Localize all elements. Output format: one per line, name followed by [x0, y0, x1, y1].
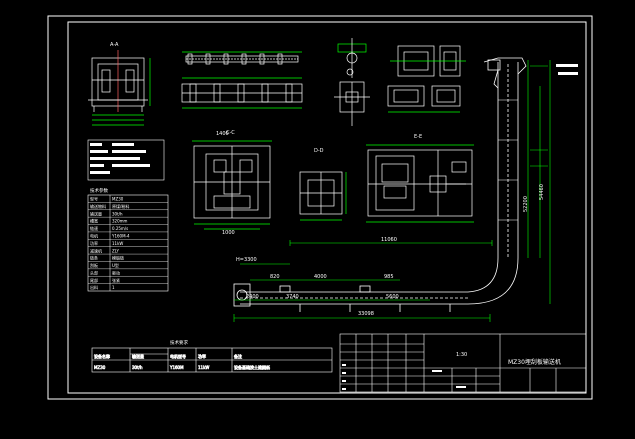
param-table: 技术参数 型号 MZ30 输送物料原煤/粉料输送量 30t/h 槽宽 320mm 链速 0.2…	[87, 187, 169, 292]
view-chain-detail	[181, 51, 303, 109]
param-table-heading: 技术参数	[90, 187, 108, 194]
dim-section-width: 1400	[216, 131, 229, 137]
bottom-table-cell: 11kW	[198, 365, 209, 370]
title-block: MZ30埋刮板输送机 1:30	[339, 333, 587, 393]
param-name: 型号	[90, 196, 98, 202]
param-name: 头部	[90, 269, 98, 275]
bottom-table-header-cell: 输送量	[132, 353, 144, 359]
param-name: 槽宽	[90, 218, 98, 224]
section-label-cc: C-C	[226, 130, 235, 136]
section-label-aa: A-A	[110, 42, 119, 48]
outer-frame	[47, 15, 593, 400]
param-name: 刮板	[90, 262, 98, 268]
bottom-table: 技术要求 设备名称 输送量 电机型号 功率 备注 MZ30 30t/h Y160M 11kW 设备…	[91, 339, 333, 373]
bottom-table-cell: 30t/h	[132, 365, 143, 370]
section-label-dd: D-D	[314, 148, 324, 154]
view-section-dd: D-D	[299, 148, 347, 221]
param-value: U型	[112, 262, 119, 268]
param-value: 模锻链	[112, 255, 124, 261]
view-section-aa: A-A	[88, 42, 151, 126]
param-name: 出料	[90, 284, 98, 290]
view-hook-detail	[334, 38, 370, 126]
bottom-table-cell: Y160M	[169, 365, 184, 370]
param-value: 30t/h	[112, 211, 123, 216]
dim-lower-e: H=3300	[236, 257, 257, 263]
param-name: 链条	[90, 255, 98, 261]
notes-block	[87, 139, 165, 181]
dim-left-spacing: 820	[270, 274, 280, 280]
dim-overall-length: 33098	[358, 311, 374, 317]
dim-lower-c: 3740	[286, 294, 299, 300]
param-value: Y160M-4	[111, 234, 130, 239]
param-value: 原煤/粉料	[112, 203, 129, 209]
dim-lower-b: 985	[384, 274, 394, 280]
dim-overall-height: 54460	[539, 184, 545, 200]
dim-vertical-height: 52200	[523, 196, 529, 212]
param-name: 输送物料	[90, 203, 106, 209]
dim-lower-d: 5600	[386, 294, 399, 300]
param-name: 链速	[90, 225, 98, 231]
param-value: 1	[112, 285, 115, 290]
view-flange-detail	[387, 45, 466, 113]
drawing-scale: 1:30	[456, 352, 467, 358]
param-value: 张紧	[112, 277, 120, 283]
head-notes	[530, 64, 578, 167]
param-value: 0.25m/s	[112, 226, 128, 231]
bottom-table-header-cell: 功率	[198, 353, 206, 359]
bottom-table-header-cell: 电机型号	[170, 353, 186, 359]
param-name: 输送量	[90, 210, 102, 216]
param-value: ZLY	[112, 248, 119, 253]
layout-dimensions	[233, 60, 551, 322]
param-name: 功率	[90, 240, 98, 246]
bottom-table-title: 技术要求	[170, 339, 188, 346]
conveyor-layout	[233, 57, 527, 312]
param-value: MZ30	[112, 197, 124, 202]
drawing-title: MZ30埋刮板输送机	[508, 358, 561, 366]
dim-horizontal-run: 11060	[381, 237, 397, 243]
param-value: 320mm	[112, 219, 128, 224]
dim-section-width-2: 1000	[222, 230, 235, 236]
bottom-table-header-cell: 设备名称	[94, 353, 110, 359]
bottom-table-header-cell: 备注	[234, 353, 242, 359]
dim-left-offset: 2400	[246, 294, 259, 300]
bottom-table-cell: 设备基础按土建图纸	[234, 364, 270, 370]
section-label-ee: E-E	[414, 134, 422, 140]
param-value: 驱动	[112, 269, 120, 275]
dim-lower-a: 4000	[314, 274, 327, 280]
param-name: 电机	[90, 233, 98, 239]
view-section-cc: C-C	[192, 130, 272, 230]
param-name: 尾部	[90, 277, 98, 283]
dimension-labels: 11060 H=3300 820 4000 985 2400 3740 5600…	[216, 131, 545, 317]
param-value: 11kW	[112, 241, 123, 246]
view-section-ee: E-E	[366, 134, 474, 223]
bottom-table-cell: MZ30	[94, 365, 106, 370]
param-name: 减速机	[90, 247, 102, 253]
inner-frame	[67, 21, 587, 394]
